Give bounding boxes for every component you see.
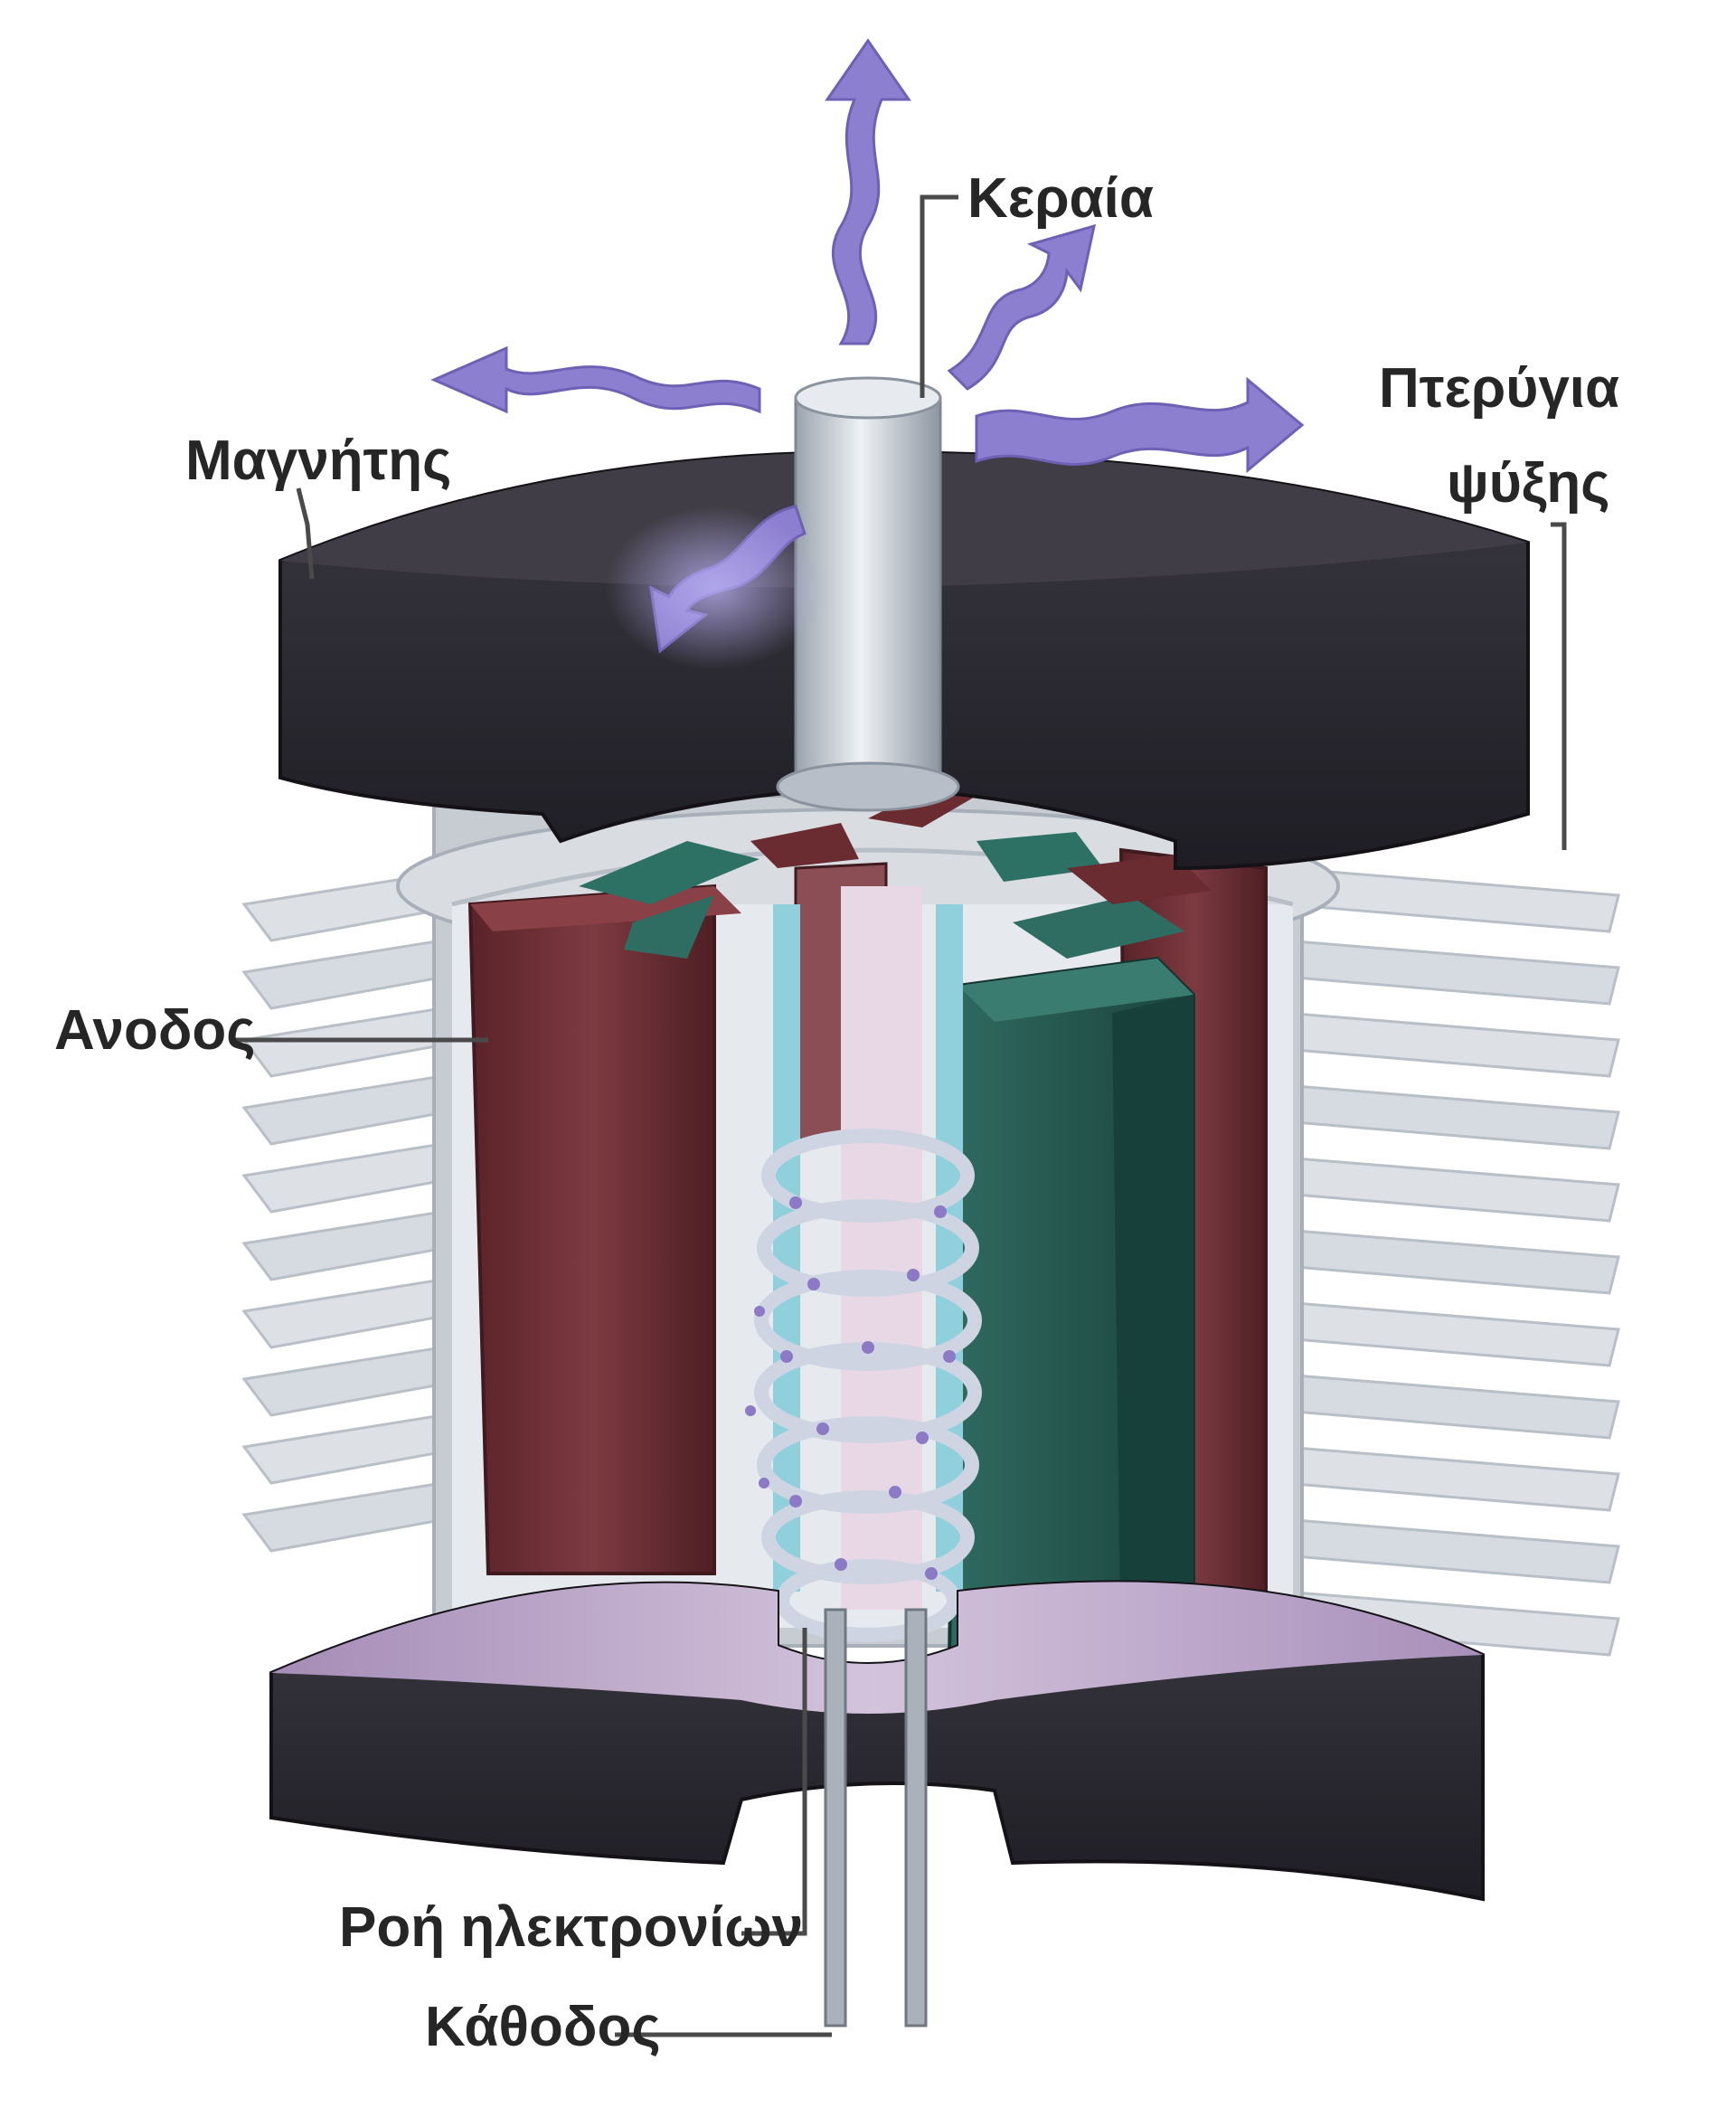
cooling-fins-left bbox=[241, 866, 472, 1553]
label-electron-flow: Ροή ηλεκτρονίων bbox=[339, 1896, 803, 1959]
label-anode: Ανοδος bbox=[54, 999, 256, 1062]
cathode-legs bbox=[824, 1608, 928, 2027]
cathode-core bbox=[773, 886, 963, 1610]
electron-flow-spiral bbox=[745, 1129, 982, 1642]
cooling-fins-right bbox=[1282, 866, 1620, 1657]
anode-vanes-top bbox=[579, 796, 1212, 959]
label-antenna: Κεραία bbox=[967, 167, 1154, 230]
label-cooling-fins-line2: ψύξης bbox=[1447, 452, 1610, 515]
label-magnet: Μαγνήτης bbox=[185, 430, 451, 492]
anode-block-left bbox=[467, 884, 741, 1575]
label-cathode: Κάθοδος bbox=[425, 1996, 661, 2058]
leader-lines bbox=[231, 194, 1567, 2037]
magnet-bottom bbox=[269, 1580, 1485, 1902]
radiation-glow bbox=[606, 506, 823, 669]
label-cooling-fins-line1: Πτερύγια bbox=[1379, 357, 1619, 420]
